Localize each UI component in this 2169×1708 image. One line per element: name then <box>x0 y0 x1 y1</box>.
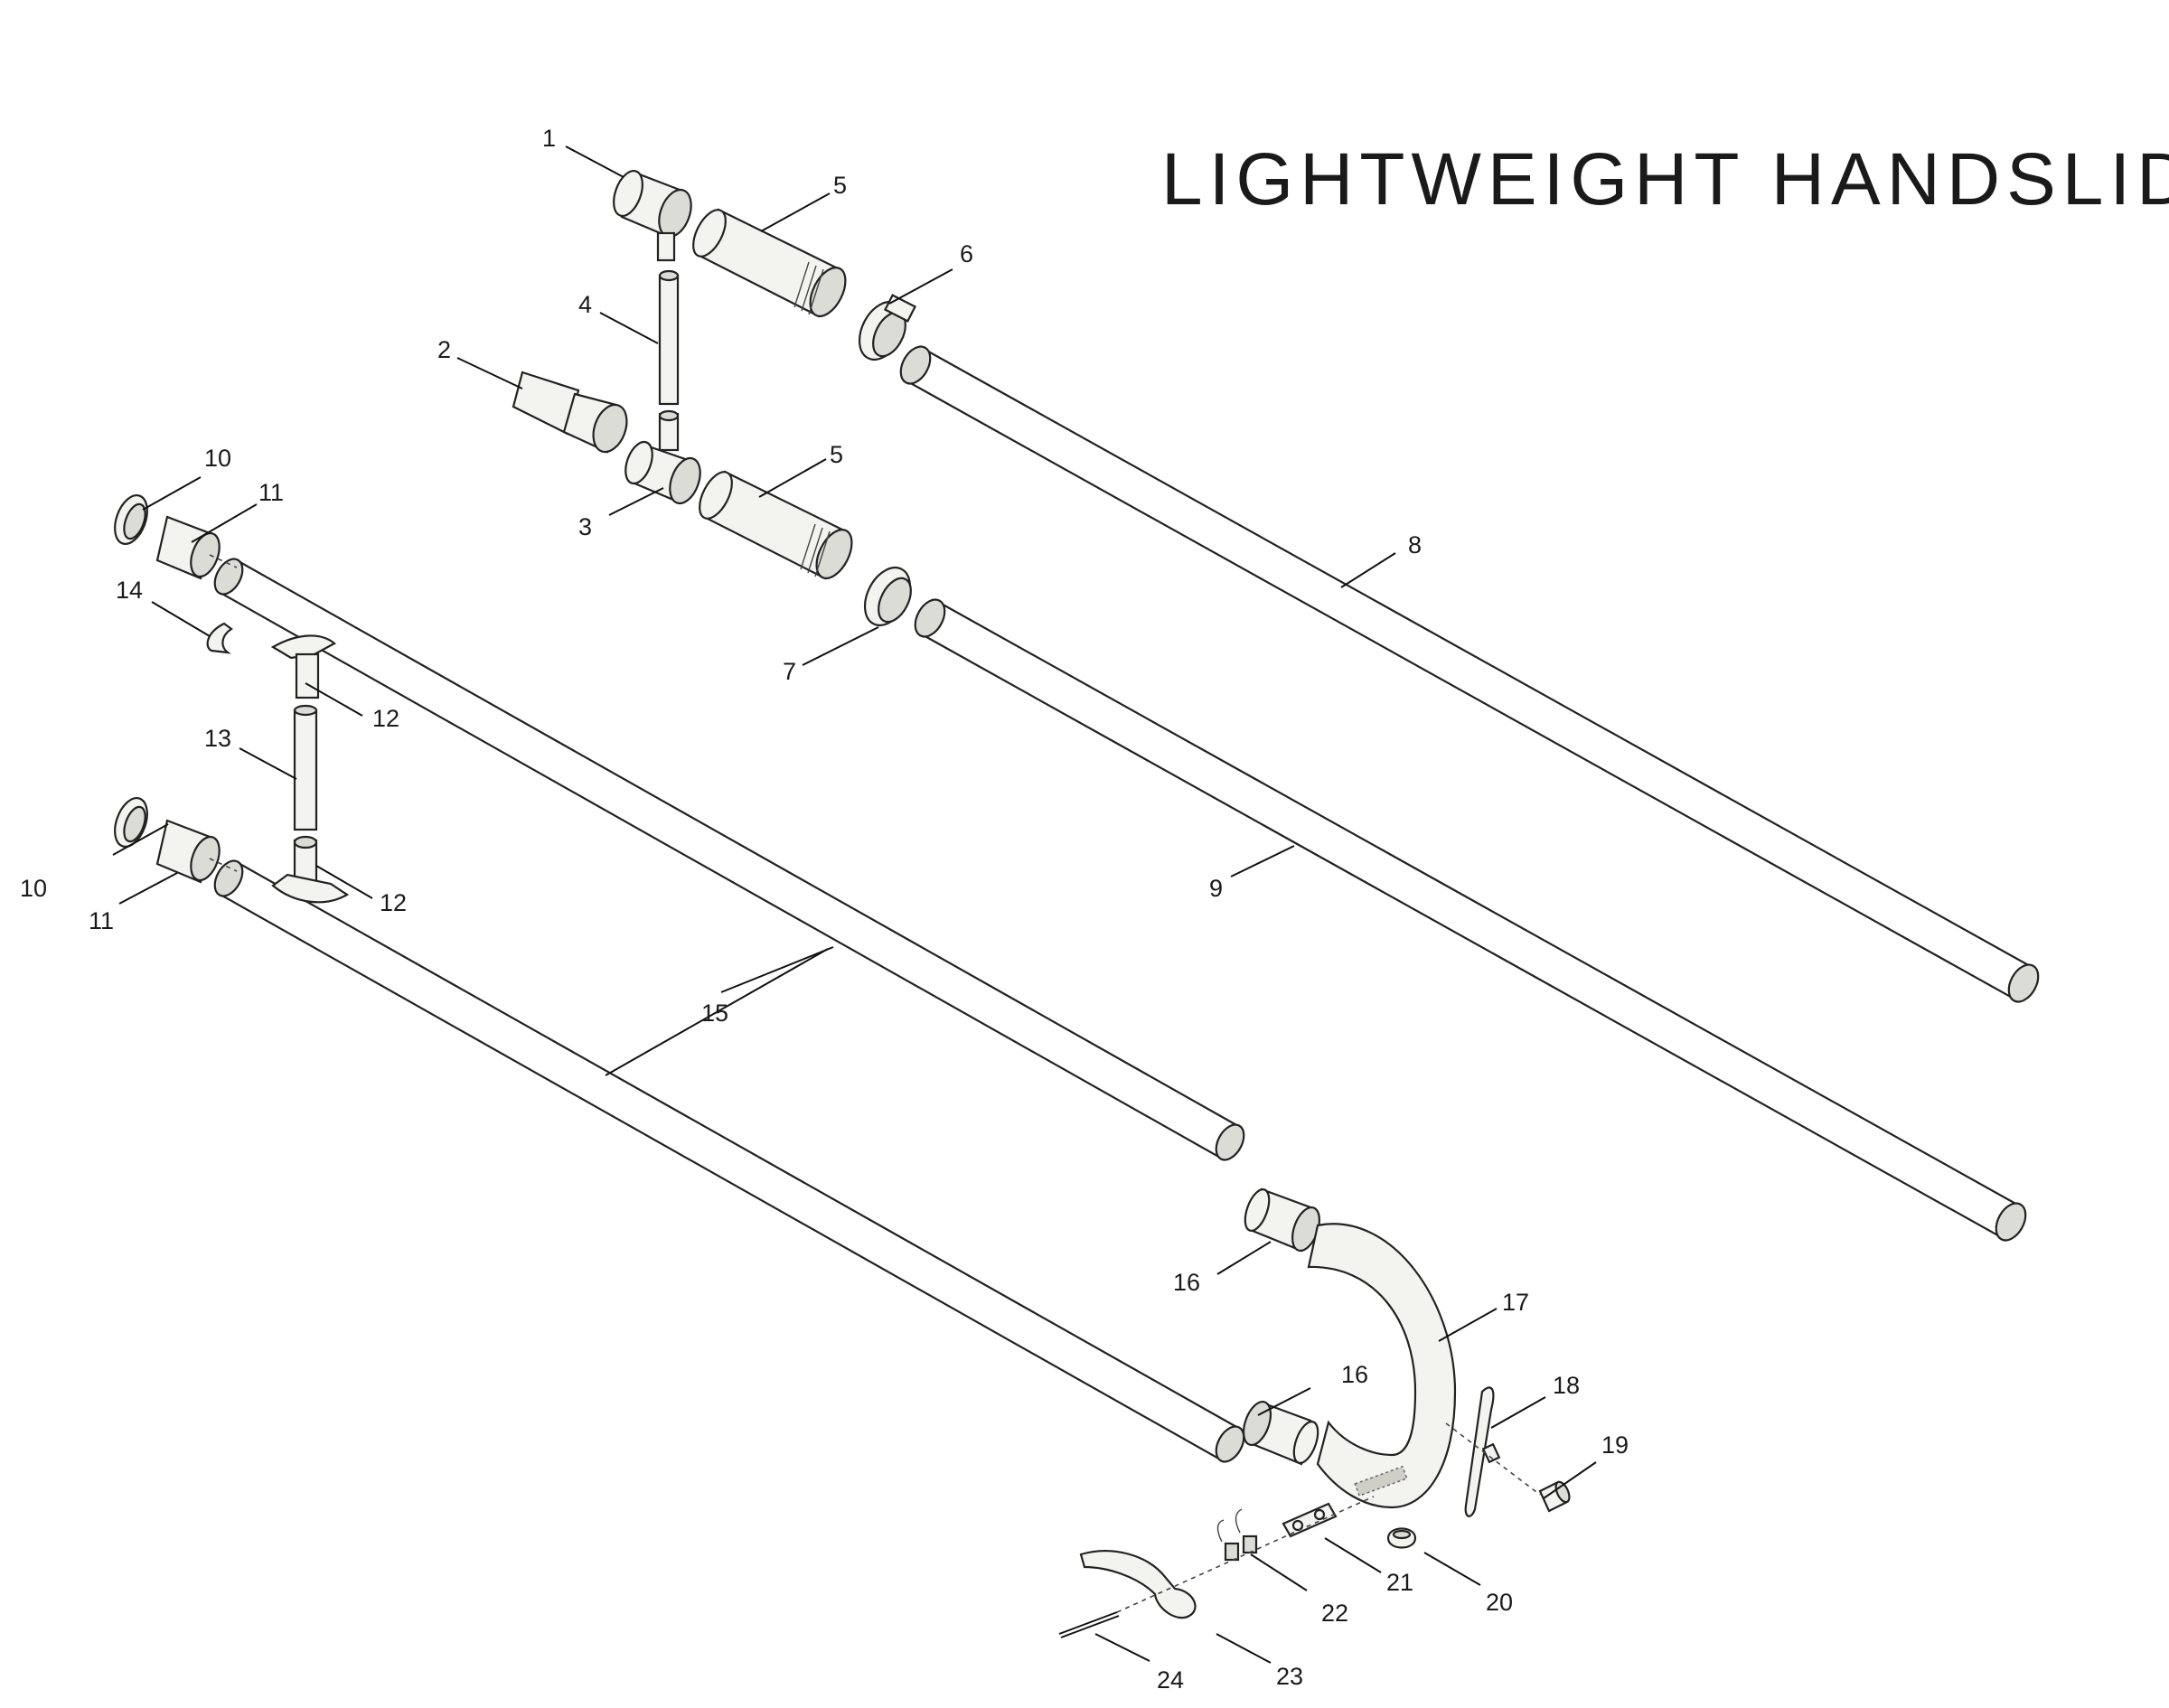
assembly-guide-lines <box>209 554 1541 1613</box>
label-part-12-lower: 12 <box>380 889 407 916</box>
diagram-title: LIGHTWEIGHT HANDSLIDE <box>1161 138 2169 221</box>
water-key-lever-part-23 <box>1079 1550 1197 1619</box>
stocking-ring-part-10-upper <box>114 494 148 545</box>
brace-saddle-part-12-lower <box>271 835 350 904</box>
label-part-13: 13 <box>204 725 231 752</box>
brace-saddle-part-12-upper <box>270 634 336 699</box>
crook-ferrule-part-16-lower <box>1242 1400 1319 1466</box>
crook-ferrule-part-16-upper <box>1244 1187 1321 1253</box>
water-key-pin-part-24 <box>1058 1611 1120 1638</box>
label-part-11-upper: 11 <box>258 479 284 506</box>
label-part-19: 19 <box>1601 1431 1629 1459</box>
label-part-22: 22 <box>1321 1600 1348 1627</box>
label-part-10-upper: 10 <box>204 445 231 472</box>
label-part-2: 2 <box>437 336 451 363</box>
label-part-12-upper: 12 <box>372 705 399 732</box>
label-part-8: 8 <box>1408 531 1422 558</box>
label-part-1: 1 <box>542 125 556 152</box>
label-part-3: 3 <box>578 513 592 540</box>
label-part-18: 18 <box>1553 1372 1580 1399</box>
label-part-9: 9 <box>1209 875 1223 902</box>
label-part-16-lower: 16 <box>1341 1361 1368 1388</box>
label-part-5-lower: 5 <box>830 441 843 468</box>
inner-slide-tube-upper <box>213 558 1245 1161</box>
label-part-14: 14 <box>116 577 143 604</box>
stocking-ring-part-10-lower <box>114 797 148 848</box>
label-part-10-lower: 10 <box>20 875 47 902</box>
brace-rod-part-13 <box>293 704 318 831</box>
label-part-24: 24 <box>1157 1666 1184 1694</box>
outer-slide-tube-9 <box>914 598 2027 1242</box>
label-part-4: 4 <box>578 291 592 318</box>
brace-barrel-part-1 <box>613 170 692 262</box>
sleeve-lower-part-5 <box>699 470 853 580</box>
label-part-5-upper: 5 <box>833 172 847 199</box>
water-key-plate-part-18 <box>1464 1386 1495 1517</box>
inner-slide-tube-lower <box>213 859 1245 1463</box>
slide-nut-part-7 <box>863 567 912 626</box>
brace-barrel-part-3 <box>624 409 701 505</box>
label-part-15: 15 <box>701 999 728 1027</box>
water-key-spring-part-22 <box>1216 1508 1258 1562</box>
label-part-7: 7 <box>783 658 796 685</box>
water-key-cork-part-19 <box>1481 1442 1571 1513</box>
label-part-21: 21 <box>1386 1569 1413 1596</box>
stocking-part-11-upper <box>155 515 221 580</box>
spit-valve-part-20 <box>1386 1527 1417 1549</box>
stocking-part-11-lower <box>155 819 221 884</box>
mouthpiece-receiver-part-2 <box>512 371 628 454</box>
callout-leaders <box>112 145 1597 1664</box>
label-part-16-upper: 16 <box>1173 1269 1200 1296</box>
sleeve-upper-part-5 <box>692 208 847 318</box>
brace-rod-part-4 <box>658 269 680 406</box>
callout-labels: 1 2 3 4 5 5 6 7 8 9 10 10 11 11 12 12 13… <box>20 125 1629 1694</box>
slide-crook-part-17 <box>1307 1223 1457 1509</box>
outer-slide-tube-8 <box>899 345 2040 1003</box>
label-part-11-lower: 11 <box>89 907 114 934</box>
label-part-20: 20 <box>1486 1589 1513 1616</box>
label-part-6: 6 <box>960 240 973 267</box>
water-key-saddle-part-21 <box>1282 1502 1338 1538</box>
label-part-23: 23 <box>1276 1663 1303 1690</box>
label-part-17: 17 <box>1502 1289 1529 1316</box>
slide-clip-part-14 <box>206 622 233 654</box>
